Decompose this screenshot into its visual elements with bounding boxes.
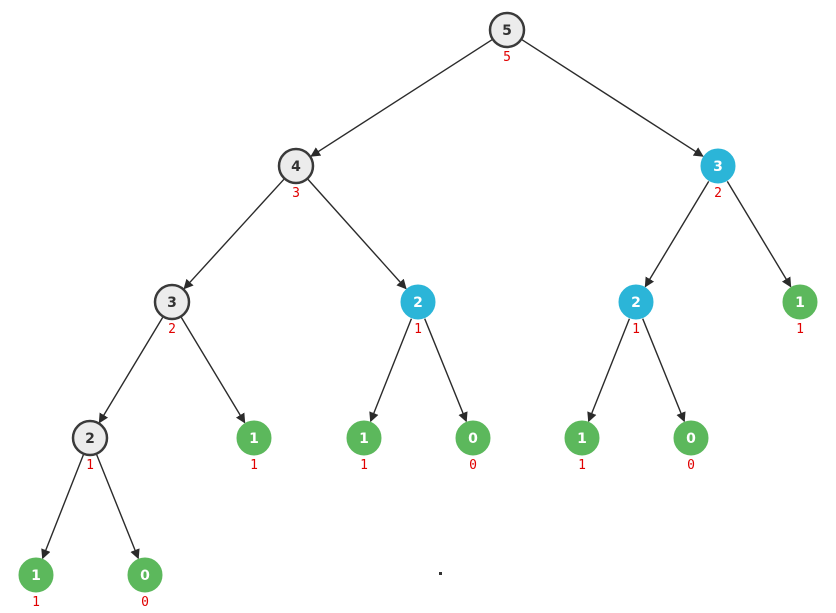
node-circle-blue [700, 148, 736, 184]
node-sublabel: 3 [292, 186, 300, 201]
tree-edge-n7-n13 [41, 454, 85, 560]
node-sublabel: 1 [796, 322, 804, 337]
tree-edge-n3-n7 [98, 317, 164, 424]
node-value: 1 [31, 568, 41, 584]
node-value: 2 [631, 295, 641, 311]
tree-edge-n1-n3 [183, 178, 285, 290]
tree-node: 21 [618, 284, 654, 337]
node-circle-green [127, 557, 163, 593]
tree-node: 00 [127, 557, 163, 610]
node-value: 1 [795, 295, 805, 311]
node-sublabel: 0 [469, 458, 477, 473]
tree-edge-n4-n10 [424, 318, 468, 423]
node-circle-blue [400, 284, 436, 320]
tree-node: 32 [153, 283, 191, 337]
node-circle-green [236, 420, 272, 456]
node-circle-gray [488, 11, 526, 49]
tree-node: 21 [71, 419, 109, 473]
tree-node: 00 [673, 420, 709, 473]
node-sublabel: 1 [578, 458, 586, 473]
node-value: 3 [713, 159, 723, 175]
node-value: 1 [359, 431, 369, 447]
node-circle-green [564, 420, 600, 456]
tree-node: 11 [564, 420, 600, 473]
tree-node: 11 [18, 557, 54, 610]
node-sublabel: 2 [714, 186, 722, 201]
node-circle-green [455, 420, 491, 456]
tree-node: 00 [455, 420, 491, 473]
node-circle-green [346, 420, 382, 456]
tree-edge-n3-n8 [180, 317, 246, 424]
node-circle-gray [153, 283, 191, 321]
edges-layer [41, 39, 792, 560]
node-sublabel: 1 [86, 458, 94, 473]
node-sublabel: 0 [141, 595, 149, 610]
node-circle-blue [618, 284, 654, 320]
stray-dot [439, 572, 442, 575]
tree-edge-n2-n6 [726, 181, 792, 288]
node-value: 0 [140, 568, 150, 584]
tree-node: 43 [277, 147, 315, 201]
node-value: 2 [413, 295, 423, 311]
node-value: 3 [167, 295, 177, 311]
node-sublabel: 1 [414, 322, 422, 337]
tree-edge-n4-n9 [369, 318, 413, 423]
node-circle-gray [71, 419, 109, 457]
node-sublabel: 2 [168, 322, 176, 337]
tree-node: 11 [346, 420, 382, 473]
tree-node: 11 [236, 420, 272, 473]
node-value: 1 [577, 431, 587, 447]
tree-edge-n1-n4 [307, 178, 407, 290]
tree-node: 11 [782, 284, 818, 337]
node-circle-green [673, 420, 709, 456]
node-sublabel: 1 [250, 458, 258, 473]
node-sublabel: 1 [632, 322, 640, 337]
node-sublabel: 1 [32, 595, 40, 610]
node-value: 0 [686, 431, 696, 447]
node-sublabel: 5 [503, 50, 511, 65]
node-sublabel: 1 [360, 458, 368, 473]
node-value: 2 [85, 431, 95, 447]
node-value: 0 [468, 431, 478, 447]
node-value: 1 [249, 431, 259, 447]
tree-edge-n2-n5 [644, 181, 710, 288]
tree-edge-n5-n12 [642, 318, 686, 423]
node-circle-green [782, 284, 818, 320]
tree-edge-n0-n1 [310, 39, 493, 157]
tree-edge-n5-n11 [587, 318, 631, 423]
node-value: 5 [502, 23, 512, 39]
tree-edge-n7-n14 [96, 454, 140, 560]
tree-node: 21 [400, 284, 436, 337]
tree-edge-n0-n2 [521, 39, 704, 157]
node-value: 4 [291, 159, 301, 175]
tree-node: 55 [488, 11, 526, 65]
node-circle-gray [277, 147, 315, 185]
node-circle-green [18, 557, 54, 593]
tree-node: 32 [700, 148, 736, 201]
node-sublabel: 0 [687, 458, 695, 473]
